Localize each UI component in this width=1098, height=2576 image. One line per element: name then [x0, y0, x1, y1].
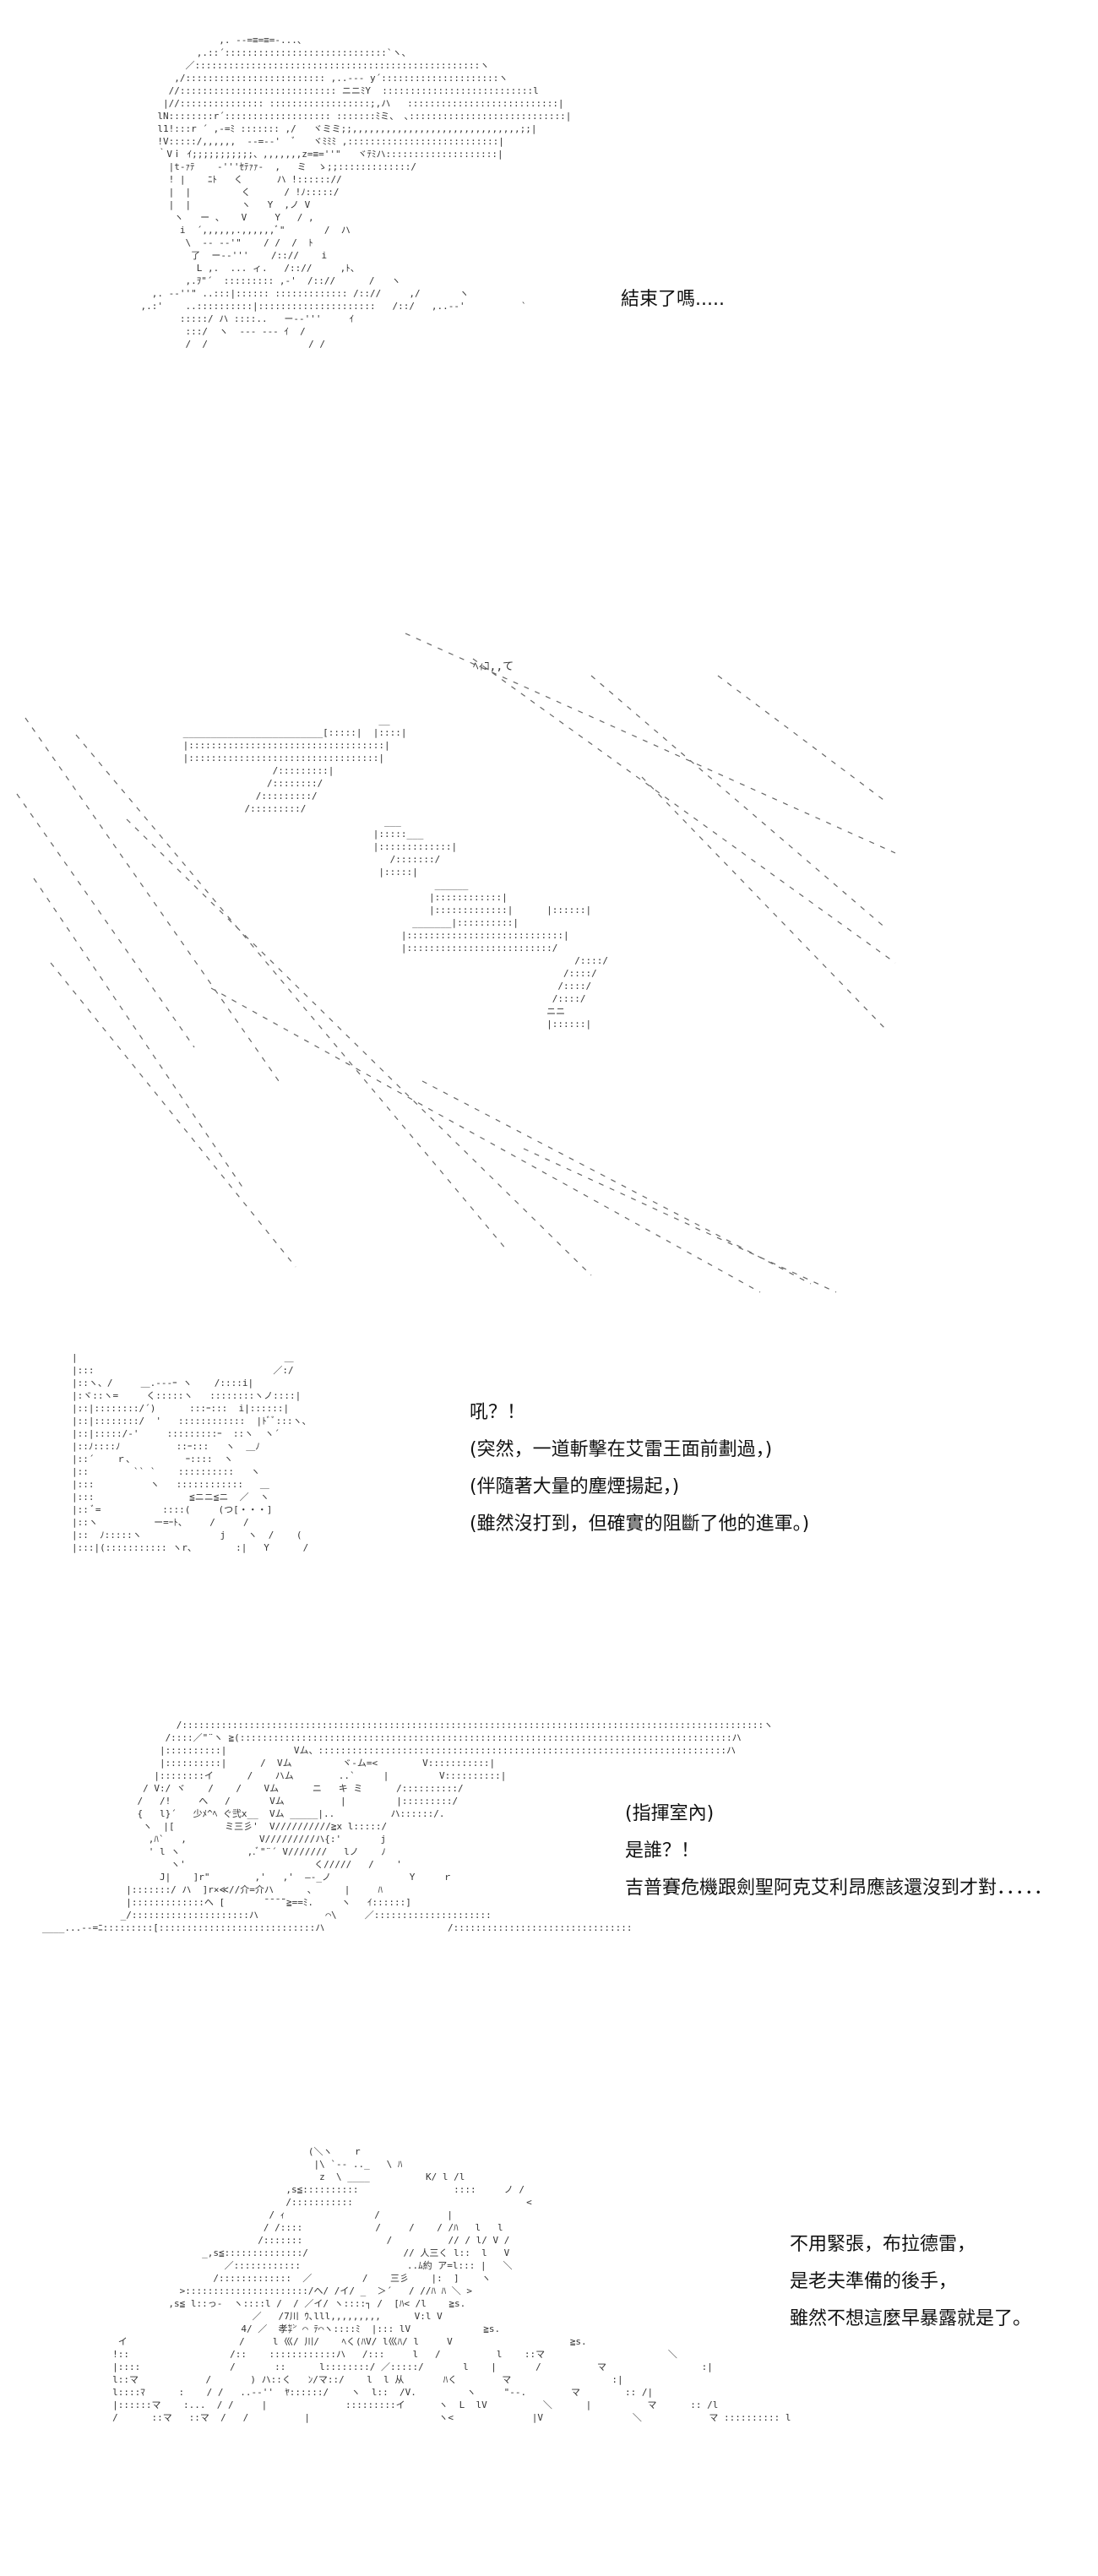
dialog-line: (伴隨著大量的塵煙揚起，): [470, 1476, 680, 1497]
dialog-line: (指揮室內): [625, 1803, 715, 1824]
ascii-art-debris: __ _________________________[:::::| |:::…: [182, 715, 608, 1030]
dialog-line: 結束了嗎.....: [621, 289, 725, 310]
dialog-line: 吉普賽危機跟劍聖阿克艾利昂應該還沒到才對．．．．．: [625, 1878, 1053, 1899]
dialog-panel3: 吼？！ (突然，一道斬擊在艾雷王面前劃過，) (伴隨著大量的塵煙揚起，) (雖然…: [470, 1400, 809, 1549]
dialog-line: 是老夫準備的後手，: [790, 2271, 958, 2292]
ascii-art-officer: /:::::::::::::::::::::::::::::::::::::::…: [41, 1720, 774, 1933]
dialog-line: 吼？！: [470, 1402, 526, 1423]
panel-command-room: /:::::::::::::::::::::::::::::::::::::::…: [0, 1706, 1098, 2137]
panel-monster-roar: | ＿ |::: ／:/ |::ヽ、/ ＿.-‐-ｰ ヽ /::::i| |:ヾ…: [0, 1343, 1098, 1723]
ascii-art-old-man: (＼ヽ r |\ `‐- .._ \ ﾊ z \ ____ K/ l /l ,s…: [112, 2146, 791, 2423]
dialog-line: 不用緊張，布拉德雷，: [790, 2234, 976, 2255]
dialog-line: (突然，一道斬擊在艾雷王面前劃過，): [470, 1439, 773, 1460]
dialog-line: 雖然不想這麼早暴露就是了。: [790, 2308, 1032, 2329]
ascii-art-creature: | ＿ |::: ／:/ |::ヽ、/ ＿.-‐-ｰ ヽ /::::i| |:ヾ…: [72, 1352, 312, 1553]
panel-old-man: (＼ヽ r |\ `‐- .._ \ ﾊ z \ ____ K/ l /l ,s…: [0, 2137, 1098, 2576]
speed-lines: [16, 633, 896, 1293]
dialog-line: 是誰？！: [625, 1840, 700, 1861]
dialog-panel5: 不用緊張，布拉德雷， 是老夫準備的後手， 雖然不想這麼早暴露就是了。: [790, 2232, 1031, 2344]
panel-man-face: ,. -‐=≡=≡=-...、 ,.::´:::::::::::::::::::…: [0, 0, 1098, 591]
panel-slash-impact: __ _________________________[:::::| |:::…: [0, 608, 1098, 1309]
dialog-panel1: 結束了嗎.....: [621, 287, 725, 324]
ascii-art-man-portrait: ,. -‐=≡=≡=-...、 ,.::´:::::::::::::::::::…: [140, 35, 572, 350]
dialog-line: (雖然沒打到，但確實的阻斷了他的進軍。): [470, 1514, 810, 1535]
sound-effect-text: ﾍｨｺ,,て: [473, 660, 514, 673]
dialog-panel4: (指揮室內) 是誰？！ 吉普賽危機跟劍聖阿克艾利昂應該還沒到才對．．．．．: [625, 1802, 1052, 1913]
